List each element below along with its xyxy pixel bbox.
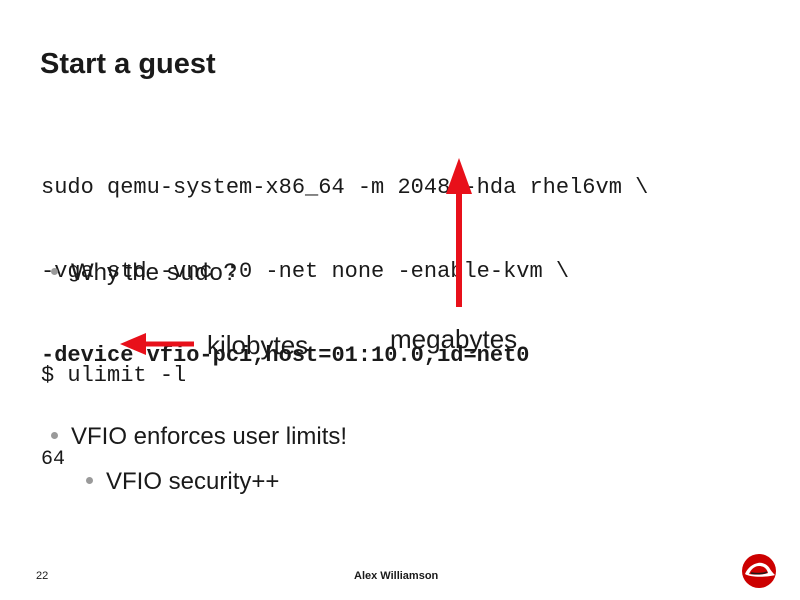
footer-author: Alex Williamson xyxy=(354,570,439,582)
command-line-1: sudo qemu-system-x86_64 -m 2048 -hda rhe… xyxy=(41,175,649,200)
terminal-prompt: $ ulimit -l xyxy=(41,363,187,388)
red-hat-shadowman-icon xyxy=(742,554,776,588)
slide-title: Start a guest xyxy=(40,48,216,80)
annotation-kilobytes: kilobytes xyxy=(207,330,309,360)
bullet-why-sudo: Why the sudo? xyxy=(51,258,237,290)
ulimit-terminal: $ ulimit -l 64 xyxy=(41,306,186,502)
bullet-why-code: sudo xyxy=(165,261,224,288)
command-line-3: -device vfio-pci,host=01:10.0,id=net0 xyxy=(41,343,530,368)
bullet-vfio-limits: VFIO enforces user limits! xyxy=(51,422,347,452)
qemu-command-block: sudo qemu-system-x86_64 -m 2048 -hda rhe… xyxy=(41,118,648,398)
bullet-dot-icon xyxy=(51,432,58,440)
page-number: 22 xyxy=(36,570,49,582)
bullet-why-suffix: ? xyxy=(223,259,237,286)
bullet-why-prefix: Why the xyxy=(71,259,166,286)
bullet-vfio-limits-text: VFIO enforces user limits! xyxy=(71,423,348,450)
annotation-megabytes: megabytes xyxy=(390,324,518,354)
command-line-2: -vga std -vnc :0 -net none -enable-kvm \ xyxy=(41,259,570,284)
bullet-vfio-security: VFIO security++ xyxy=(86,467,279,497)
bullet-dot-icon xyxy=(51,268,58,276)
bullet-dot-icon xyxy=(86,477,93,485)
bullet-vfio-security-text: VFIO security++ xyxy=(106,468,280,495)
terminal-output: 64 xyxy=(41,448,66,471)
